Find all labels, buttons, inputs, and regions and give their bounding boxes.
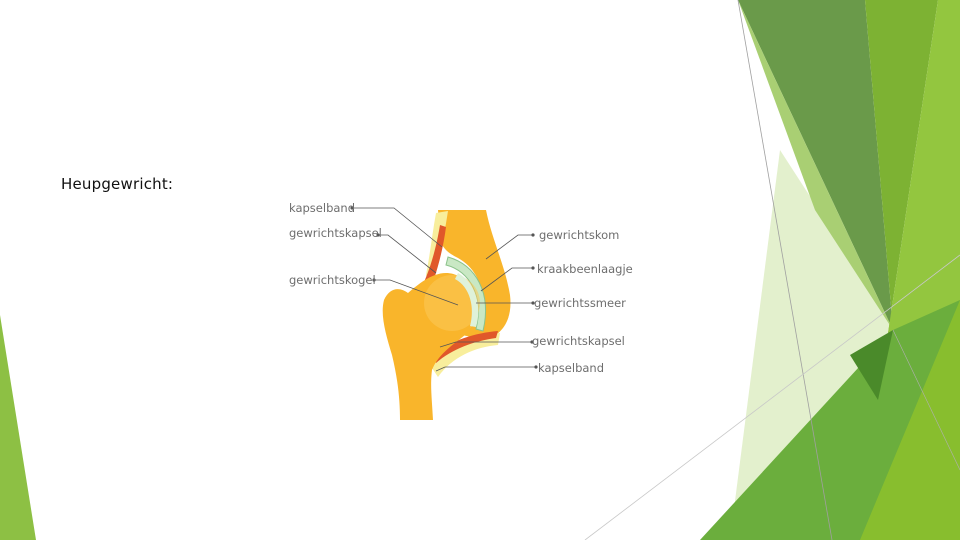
pelvis-bone [438, 210, 511, 340]
hip-joint-diagram: kapselband gewrichtskapsel gewrichtskoge… [289, 201, 633, 420]
gewrichtssmeer [455, 273, 479, 327]
slide-title: Heupgewricht: [61, 175, 174, 193]
leader-kapselband-bottom [435, 366, 536, 372]
leader-kapselband-top [352, 207, 443, 248]
deco-line-2 [584, 254, 960, 540]
label-kapselband-top: kapselband [289, 201, 355, 215]
label-kraakbeenlaagje: kraakbeenlaagje [537, 262, 633, 276]
deco-line-1 [737, 0, 833, 540]
leader-gewrichtskapsel-bottom [439, 341, 532, 348]
gewrichtskapsel-lower [432, 331, 498, 363]
right-bottom-bright-facet [860, 300, 960, 540]
deco-line-3 [892, 329, 960, 471]
label-gewrichtskapsel-top: gewrichtskapsel [289, 226, 382, 240]
label-gewrichtskapsel-bottom: gewrichtskapsel [532, 334, 625, 348]
label-gewrichtskogel: gewrichtskogel [289, 273, 376, 287]
right-green-facet [865, 0, 938, 400]
left-edge-shape [0, 315, 36, 540]
right-mid-facet [738, 0, 893, 330]
label-gewrichtskom: gewrichtskom [539, 228, 619, 242]
leader-kraakbeenlaagje [480, 267, 533, 292]
kapselband-lower [430, 333, 500, 377]
label-gewrichtssmeer: gewrichtssmeer [534, 296, 626, 310]
right-shadow-facet [850, 330, 893, 400]
leader-gewrichtskogel [374, 279, 459, 306]
leader-gewrichtskapsel-top [378, 234, 437, 274]
label-kapselband-bottom: kapselband [538, 361, 604, 375]
leader-gewrichtskom [485, 234, 533, 260]
